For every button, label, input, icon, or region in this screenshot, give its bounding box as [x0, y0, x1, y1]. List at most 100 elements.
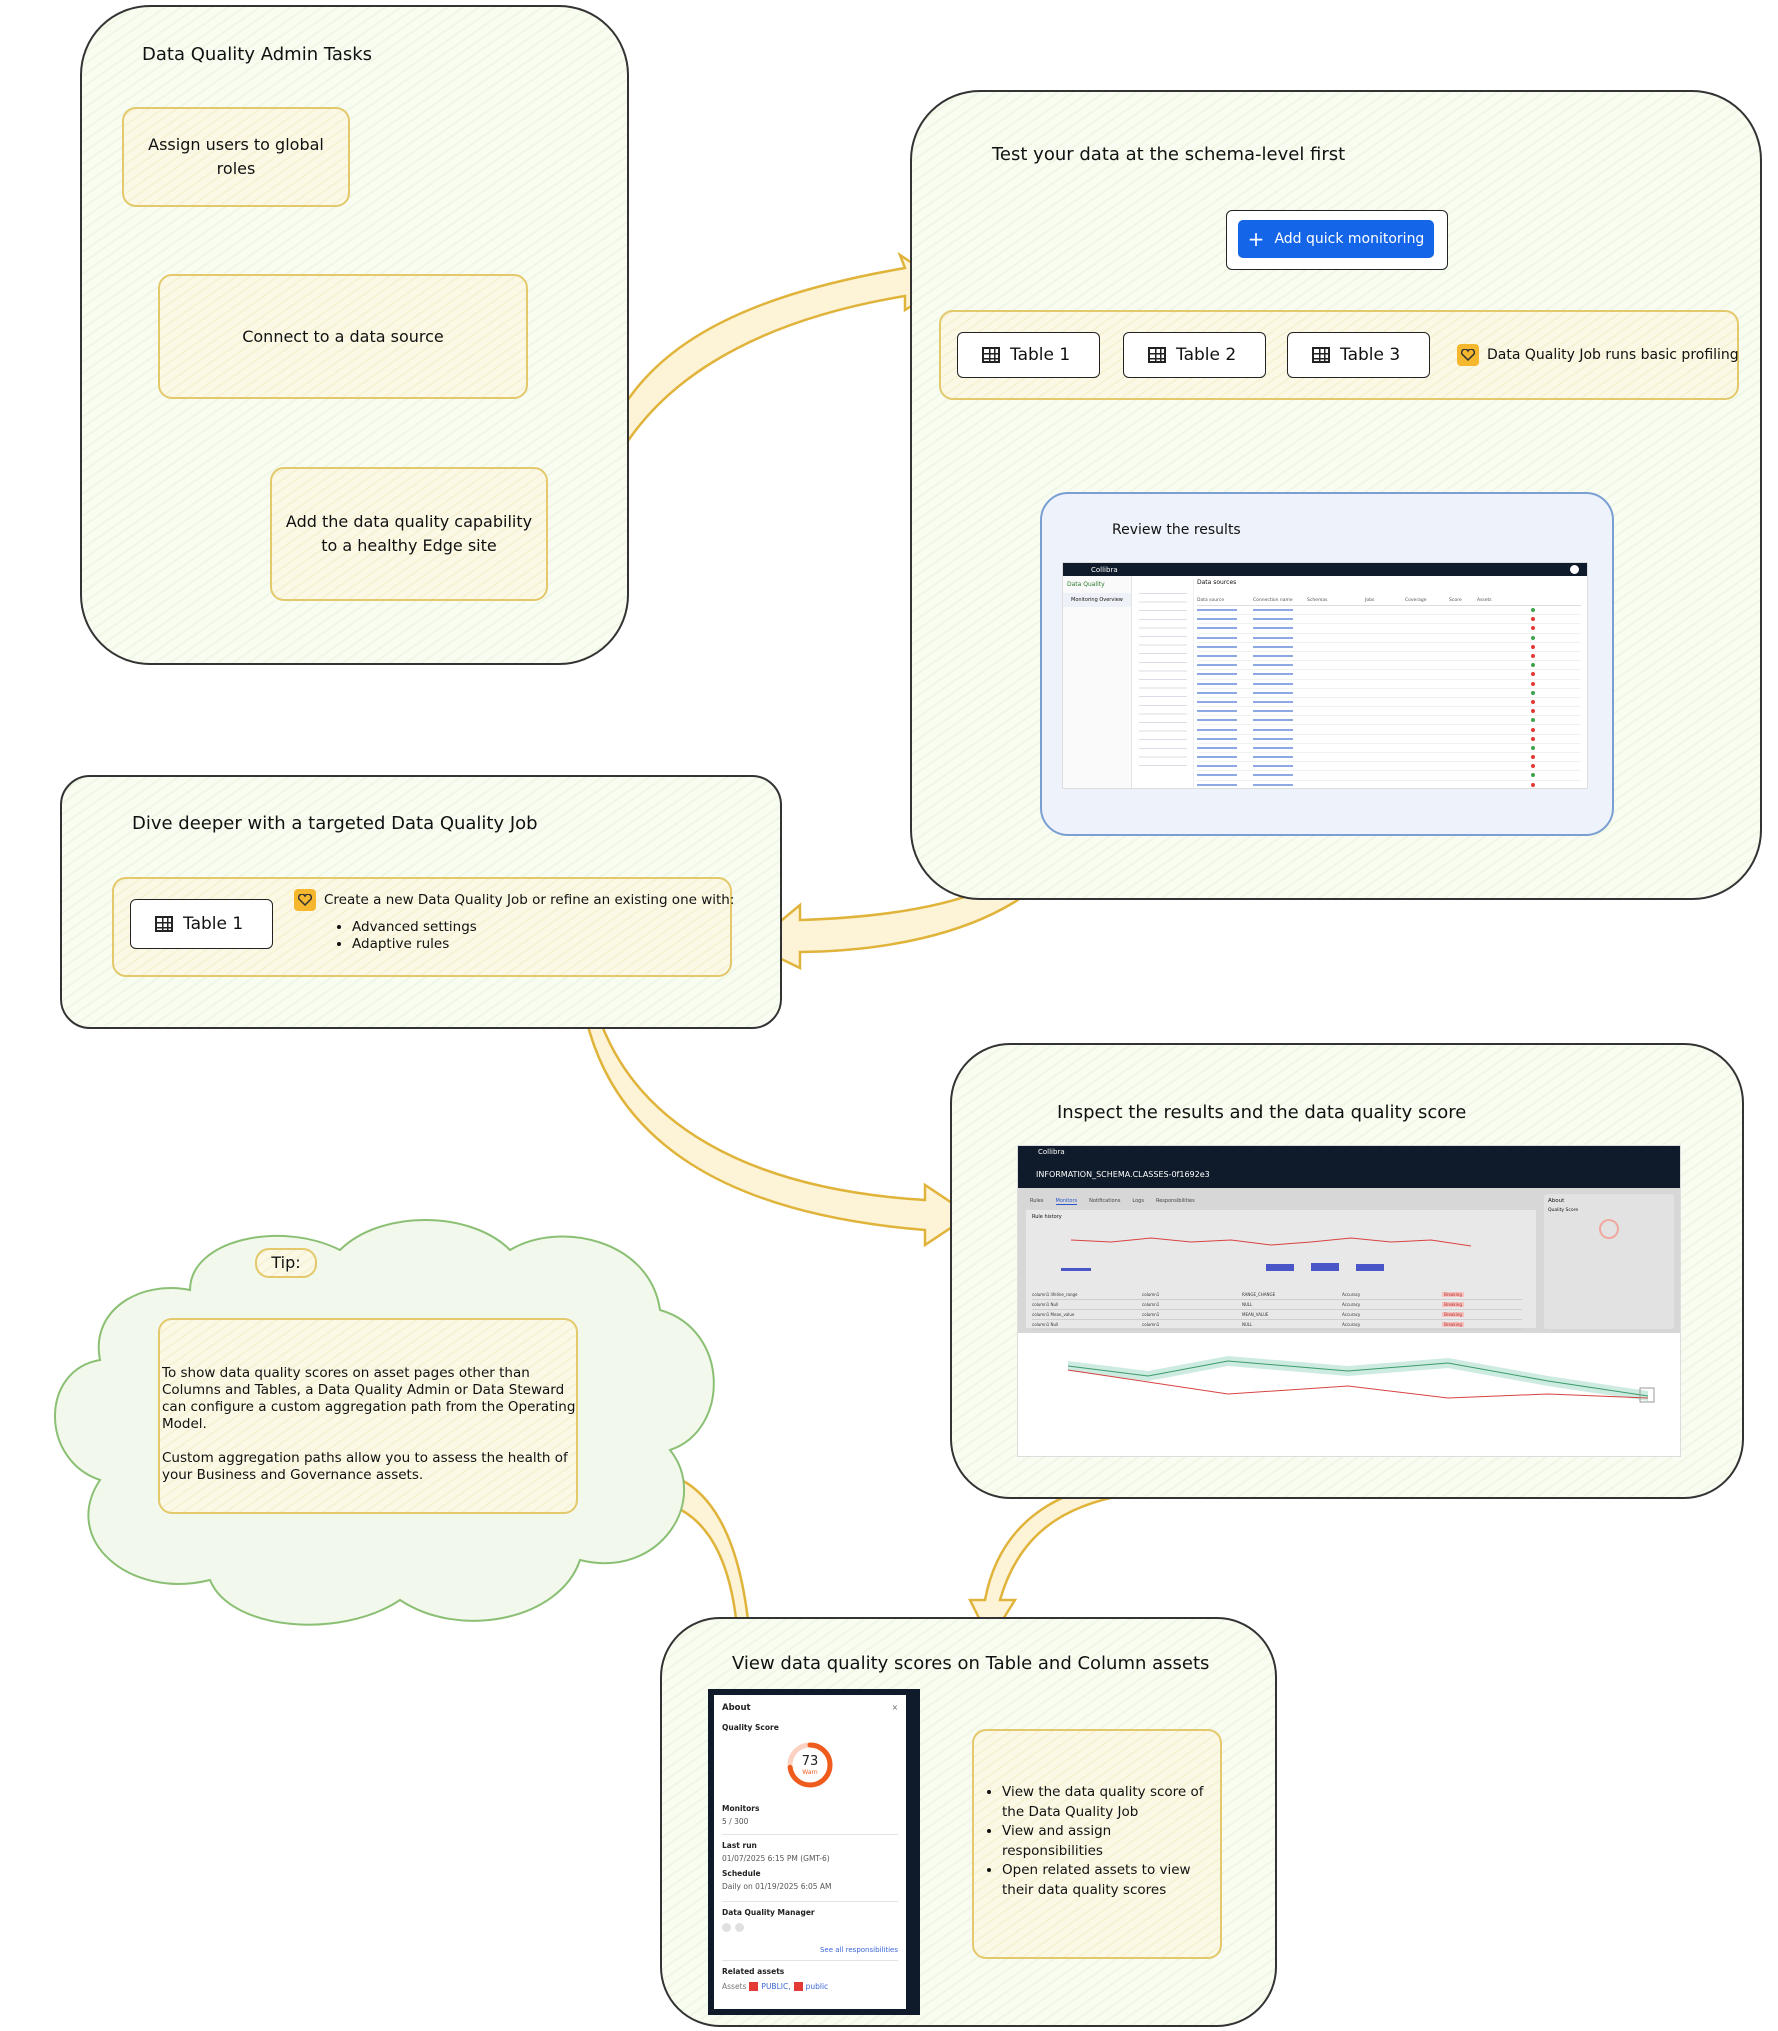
data-source-tree [1133, 579, 1194, 788]
schema-asset-icon [749, 1982, 759, 1991]
row-link-placeholder [1197, 618, 1237, 621]
table-row[interactable] [1197, 680, 1581, 689]
table-row[interactable] [1197, 716, 1581, 726]
assets-label: Assets [722, 1982, 747, 1991]
column-header[interactable]: Score [1449, 598, 1462, 603]
deeper-table-1-button[interactable]: Table 1 [130, 899, 273, 949]
table-1-button[interactable]: Table 1 [957, 332, 1100, 378]
table-row[interactable] [1197, 725, 1581, 735]
monitor-cell: RANGE_CHANGE [1242, 1292, 1276, 1297]
tab-notifications[interactable]: Notifications [1089, 1198, 1121, 1204]
related-assets-row: Assets PUBLIC, public [722, 1982, 898, 1991]
row-link-placeholder [1197, 627, 1237, 630]
asset-link-public-lower[interactable]: public [805, 1982, 829, 1991]
row-connection-placeholder [1253, 728, 1293, 731]
close-icon[interactable]: × [891, 1703, 898, 1712]
status-dot [1531, 626, 1535, 631]
tab-responsibilities[interactable]: Responsibilities [1155, 1198, 1195, 1204]
monitor-cell: column1 Mean_value [1032, 1312, 1075, 1317]
avatar[interactable] [722, 1923, 731, 1932]
monitors-value: 5 / 300 [722, 1817, 749, 1826]
table-3-button[interactable]: Table 3 [1287, 332, 1430, 378]
status-dot [1531, 681, 1535, 686]
tab-logs[interactable]: Logs [1132, 1198, 1144, 1204]
score-ring [787, 1742, 833, 1788]
column-header[interactable]: Schemas [1307, 598, 1328, 603]
table-row[interactable] [1197, 698, 1581, 708]
targeted-job-description: Create a new Data Quality Job or refine … [294, 889, 734, 953]
table-row[interactable] [1197, 762, 1581, 772]
table-row[interactable] [1197, 771, 1581, 781]
row-connection-placeholder [1253, 737, 1293, 740]
table-icon [1312, 347, 1330, 363]
status-badge: Breaking [1442, 1322, 1464, 1327]
arrow-admin-to-schema [588, 251, 948, 502]
schedule-label: Schedule [722, 1869, 761, 1878]
row-connection-placeholder [1253, 765, 1293, 768]
table-row[interactable] [1197, 652, 1581, 662]
deeper-table-1-label: Table 1 [183, 914, 244, 934]
status-dot [1531, 755, 1535, 760]
add-quick-monitoring-button[interactable]: + Add quick monitoring [1238, 220, 1434, 258]
see-all-responsibilities-link[interactable]: See all responsibilities [819, 1946, 898, 1954]
last-run-value: 01/07/2025 6:15 PM (GMT-6) [722, 1854, 830, 1863]
table-row[interactable] [1197, 624, 1581, 634]
step-add-capability: Add the data quality capability to a hea… [270, 467, 548, 601]
table-row[interactable] [1197, 634, 1581, 643]
tab-rules[interactable]: Rules [1030, 1198, 1044, 1204]
row-connection-placeholder [1253, 627, 1293, 630]
table-row[interactable] [1197, 735, 1581, 744]
monitor-cell: column1 [1142, 1302, 1160, 1307]
row-connection-placeholder [1253, 655, 1293, 658]
tab-monitors[interactable]: Monitors [1055, 1198, 1078, 1205]
table-row[interactable] [1197, 689, 1581, 698]
avatar[interactable] [735, 1923, 744, 1932]
row-link-placeholder [1197, 737, 1237, 740]
bullet-advanced-settings: Advanced settings [352, 919, 734, 936]
table-row[interactable] [1197, 781, 1581, 788]
sidebar-title: Data Quality [1067, 581, 1105, 588]
column-header[interactable]: Jobs [1365, 598, 1375, 603]
column-header[interactable]: Coverage [1405, 598, 1427, 603]
table-header-row: Data source Connection name Schemas Jobs Cov… [1197, 598, 1581, 606]
rule-history-label: Rule history [1032, 1214, 1062, 1220]
status-dot [1531, 709, 1535, 714]
column-header[interactable]: Data source [1197, 598, 1225, 603]
table-row[interactable] [1197, 753, 1581, 763]
asset-link-public-upper[interactable]: PUBLIC, [761, 1982, 791, 1991]
tree-lines [1139, 589, 1187, 769]
about-quality-score: Quality Score [1548, 1208, 1579, 1213]
review-results-panel: Review the results Collibra Data Quality… [1040, 492, 1614, 836]
schema-asset-icon [793, 1982, 803, 1991]
row-connection-placeholder [1253, 664, 1293, 667]
table-row[interactable] [1197, 615, 1581, 625]
row-link-placeholder [1197, 783, 1237, 786]
bullet-adaptive-rules: Adaptive rules [352, 936, 734, 953]
table-2-button[interactable]: Table 2 [1123, 332, 1266, 378]
column-header[interactable]: Connection name [1253, 598, 1293, 603]
trend-chart [1067, 1356, 1655, 1403]
status-dot [1531, 699, 1535, 704]
table-row[interactable] [1197, 670, 1581, 680]
table-icon [1148, 347, 1166, 363]
table-row[interactable] [1197, 744, 1581, 753]
table-row[interactable] [1197, 707, 1581, 717]
row-connection-placeholder [1253, 682, 1293, 685]
table-row[interactable] [1197, 643, 1581, 652]
column-header[interactable]: Assets [1477, 598, 1492, 603]
table-row[interactable] [1197, 606, 1581, 616]
asset-body: Rules Monitors Notifications Logs Responsibi… [1018, 1188, 1680, 1333]
row-link-placeholder [1197, 609, 1237, 612]
score-gauge: 73 Warn [785, 1740, 835, 1790]
row-link-placeholder [1197, 700, 1237, 703]
sidebar-item-monitoring[interactable]: Monitoring Overview [1063, 593, 1131, 607]
bullet-open-related-assets: Open related assets to view their data q… [1002, 1861, 1210, 1900]
table-row[interactable] [1197, 661, 1581, 671]
admin-tasks-title: Data Quality Admin Tasks [142, 44, 373, 65]
row-link-placeholder [1197, 719, 1237, 722]
